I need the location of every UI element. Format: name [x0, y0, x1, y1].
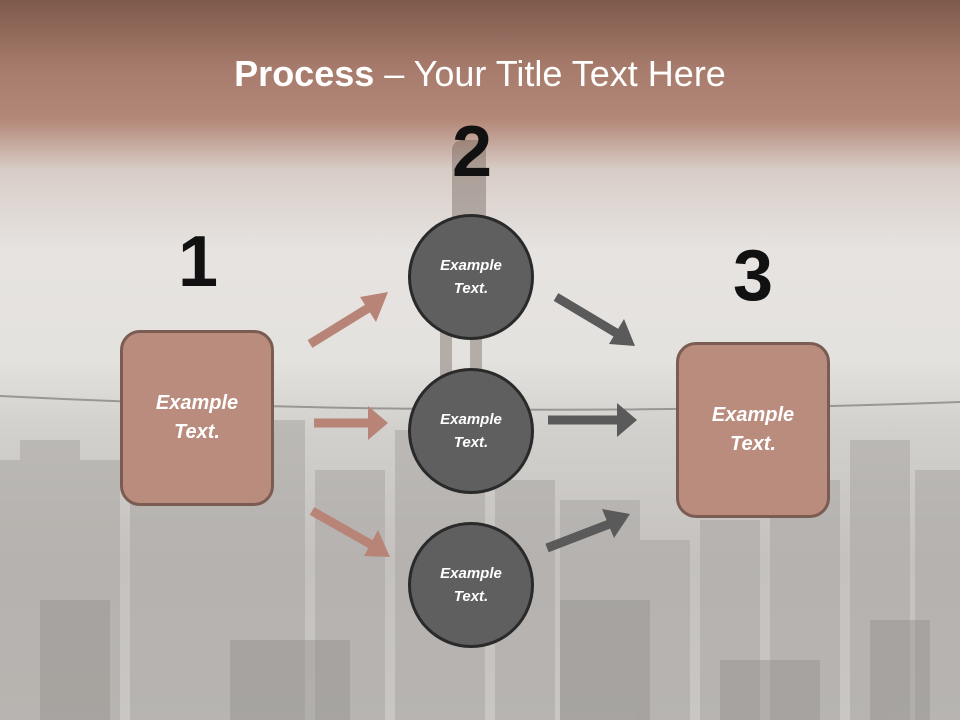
circle-top-text: Example Text.: [440, 257, 502, 297]
arrow-left-to-middle: [314, 406, 388, 440]
arrow-left-to-bottom: [309, 507, 390, 557]
right-box-text: Example Text.: [711, 404, 795, 455]
slide-title: Process – Your Title Text Here: [0, 52, 960, 96]
circle-top: Example Text.: [408, 214, 534, 340]
left-box-text: Example Text.: [155, 392, 239, 443]
arrow-middle-to-right: [548, 403, 637, 437]
step-number-2: 2: [451, 112, 493, 192]
circle-bottom-text: Example Text.: [440, 565, 502, 605]
title-rest: – Your Title Text Here: [374, 53, 726, 94]
circle-middle: Example Text.: [408, 368, 534, 494]
left-process-box: Example Text.: [120, 330, 274, 506]
circle-middle-text: Example Text.: [440, 411, 502, 451]
circle-bottom: Example Text.: [408, 522, 534, 648]
arrow-bottom-to-right: [545, 509, 630, 553]
title-bold: Process: [234, 53, 375, 94]
step-number-3: 3: [732, 236, 774, 316]
arrow-left-to-top: [307, 292, 388, 348]
right-process-box: Example Text.: [676, 342, 830, 518]
step-number-1: 1: [177, 222, 219, 302]
arrow-top-to-right: [553, 293, 635, 346]
